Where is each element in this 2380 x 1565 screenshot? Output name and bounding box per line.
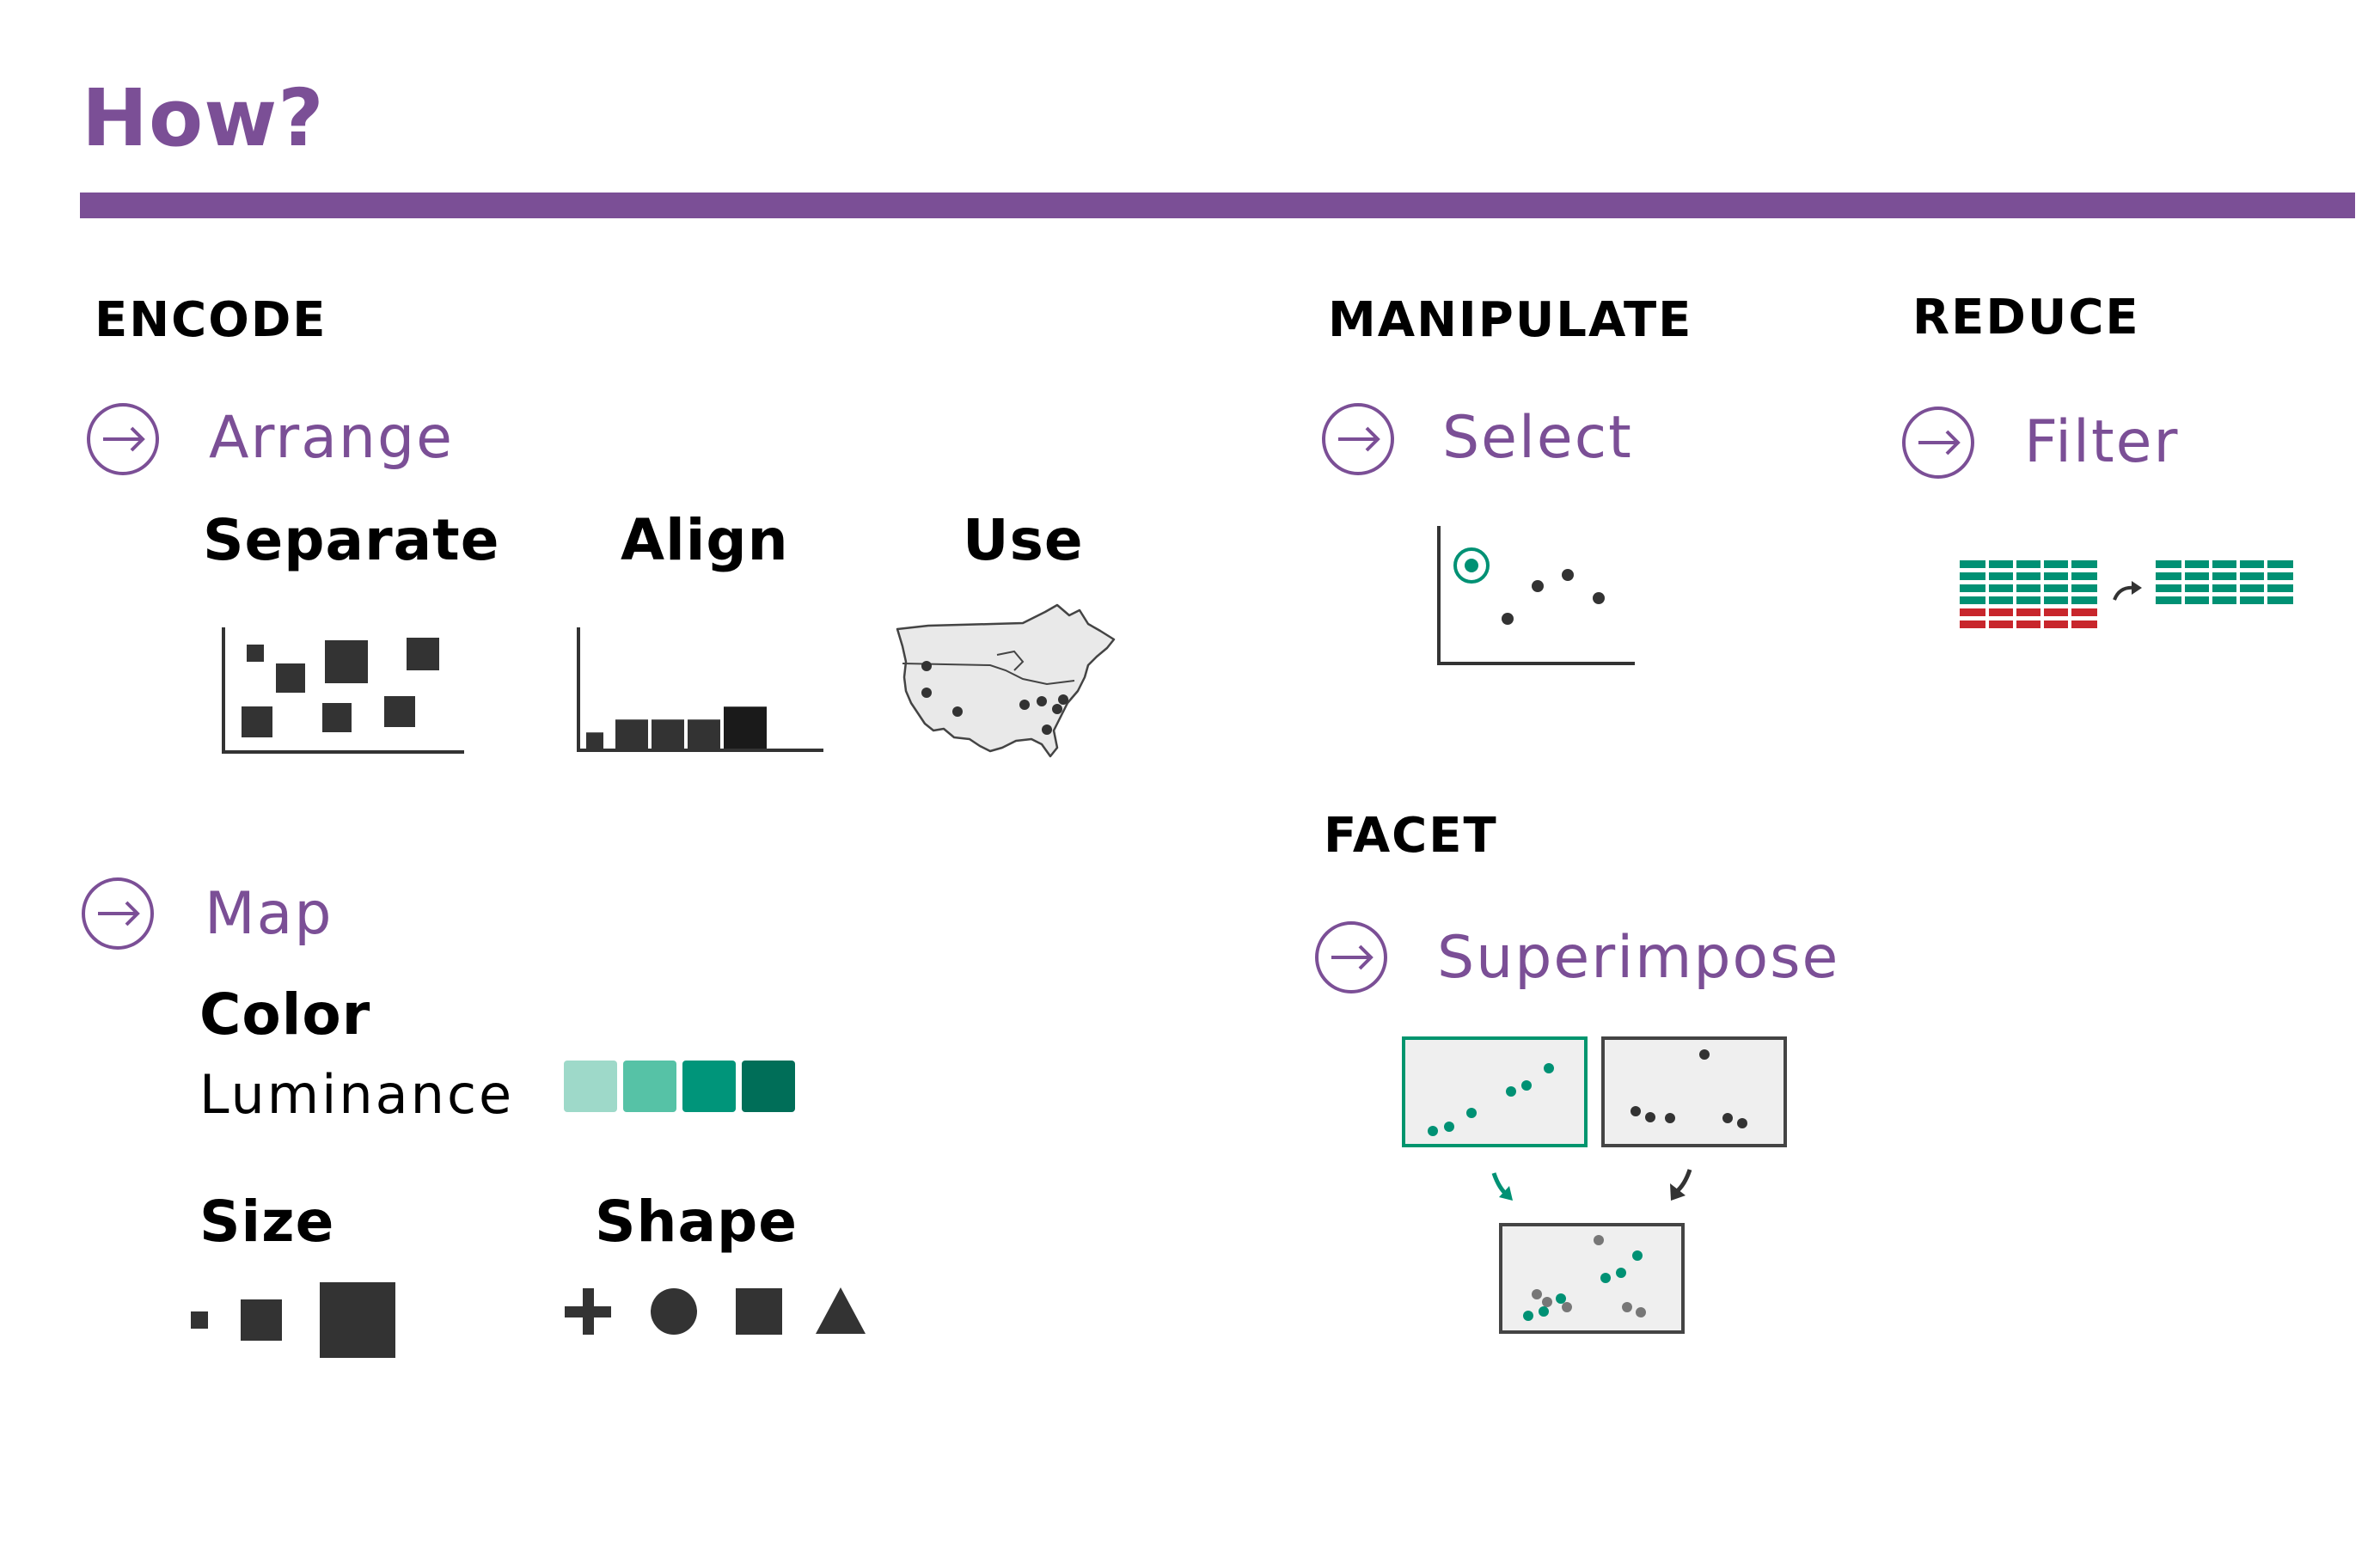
filter-table-icon — [1960, 559, 2293, 631]
luminance-label: Luminance — [199, 1063, 515, 1126]
manipulate-heading: MANIPULATE — [1328, 292, 1693, 348]
superimpose-arrow-icon[interactable] — [1312, 919, 1390, 996]
luminance-swatch — [682, 1061, 736, 1112]
map-geography-icon — [896, 603, 1116, 758]
encode-heading: ENCODE — [95, 292, 327, 348]
select-arrow-icon[interactable] — [1319, 400, 1397, 478]
color-label: Color — [199, 981, 371, 1048]
shape-glyphs-icon — [565, 1287, 866, 1335]
select-scatter-icon — [1437, 526, 1635, 665]
title-rule — [80, 193, 2355, 218]
filter-arrow-icon[interactable] — [1900, 404, 1977, 481]
triangle-icon — [816, 1287, 866, 1334]
align-bar — [688, 719, 720, 749]
align-bar — [652, 719, 684, 749]
align-label: Align — [621, 507, 789, 573]
use-label: Use — [963, 507, 1084, 573]
shape-label: Shape — [595, 1189, 798, 1255]
luminance-swatch — [742, 1061, 795, 1112]
align-bar — [615, 719, 648, 749]
arrange-label[interactable]: Arrange — [209, 404, 455, 472]
filter-label[interactable]: Filter — [2024, 408, 2180, 476]
align-bar — [586, 732, 603, 749]
plus-icon — [565, 1288, 611, 1335]
luminance-swatch — [564, 1061, 617, 1112]
size-squares-icon — [191, 1282, 395, 1358]
separate-label: Separate — [203, 507, 500, 573]
map-arrow-icon[interactable] — [79, 875, 156, 952]
map-label[interactable]: Map — [205, 880, 333, 948]
facet-heading: FACET — [1324, 808, 1498, 864]
superimpose-diagram-icon — [1402, 1036, 1787, 1334]
luminance-swatch — [623, 1061, 676, 1112]
size-label: Size — [199, 1189, 335, 1255]
align-bar — [724, 706, 767, 749]
arrange-arrow-icon[interactable] — [84, 400, 162, 478]
slide-title: How? — [82, 72, 325, 164]
circle-icon — [651, 1288, 697, 1335]
square-icon — [736, 1288, 782, 1335]
separate-scatter-icon — [222, 627, 464, 754]
luminance-ramp-icon — [564, 1061, 795, 1112]
align-bar-icon — [577, 627, 823, 752]
superimpose-label[interactable]: Superimpose — [1437, 924, 1840, 992]
reduce-heading: REDUCE — [1912, 290, 2140, 345]
select-label[interactable]: Select — [1442, 404, 1633, 472]
